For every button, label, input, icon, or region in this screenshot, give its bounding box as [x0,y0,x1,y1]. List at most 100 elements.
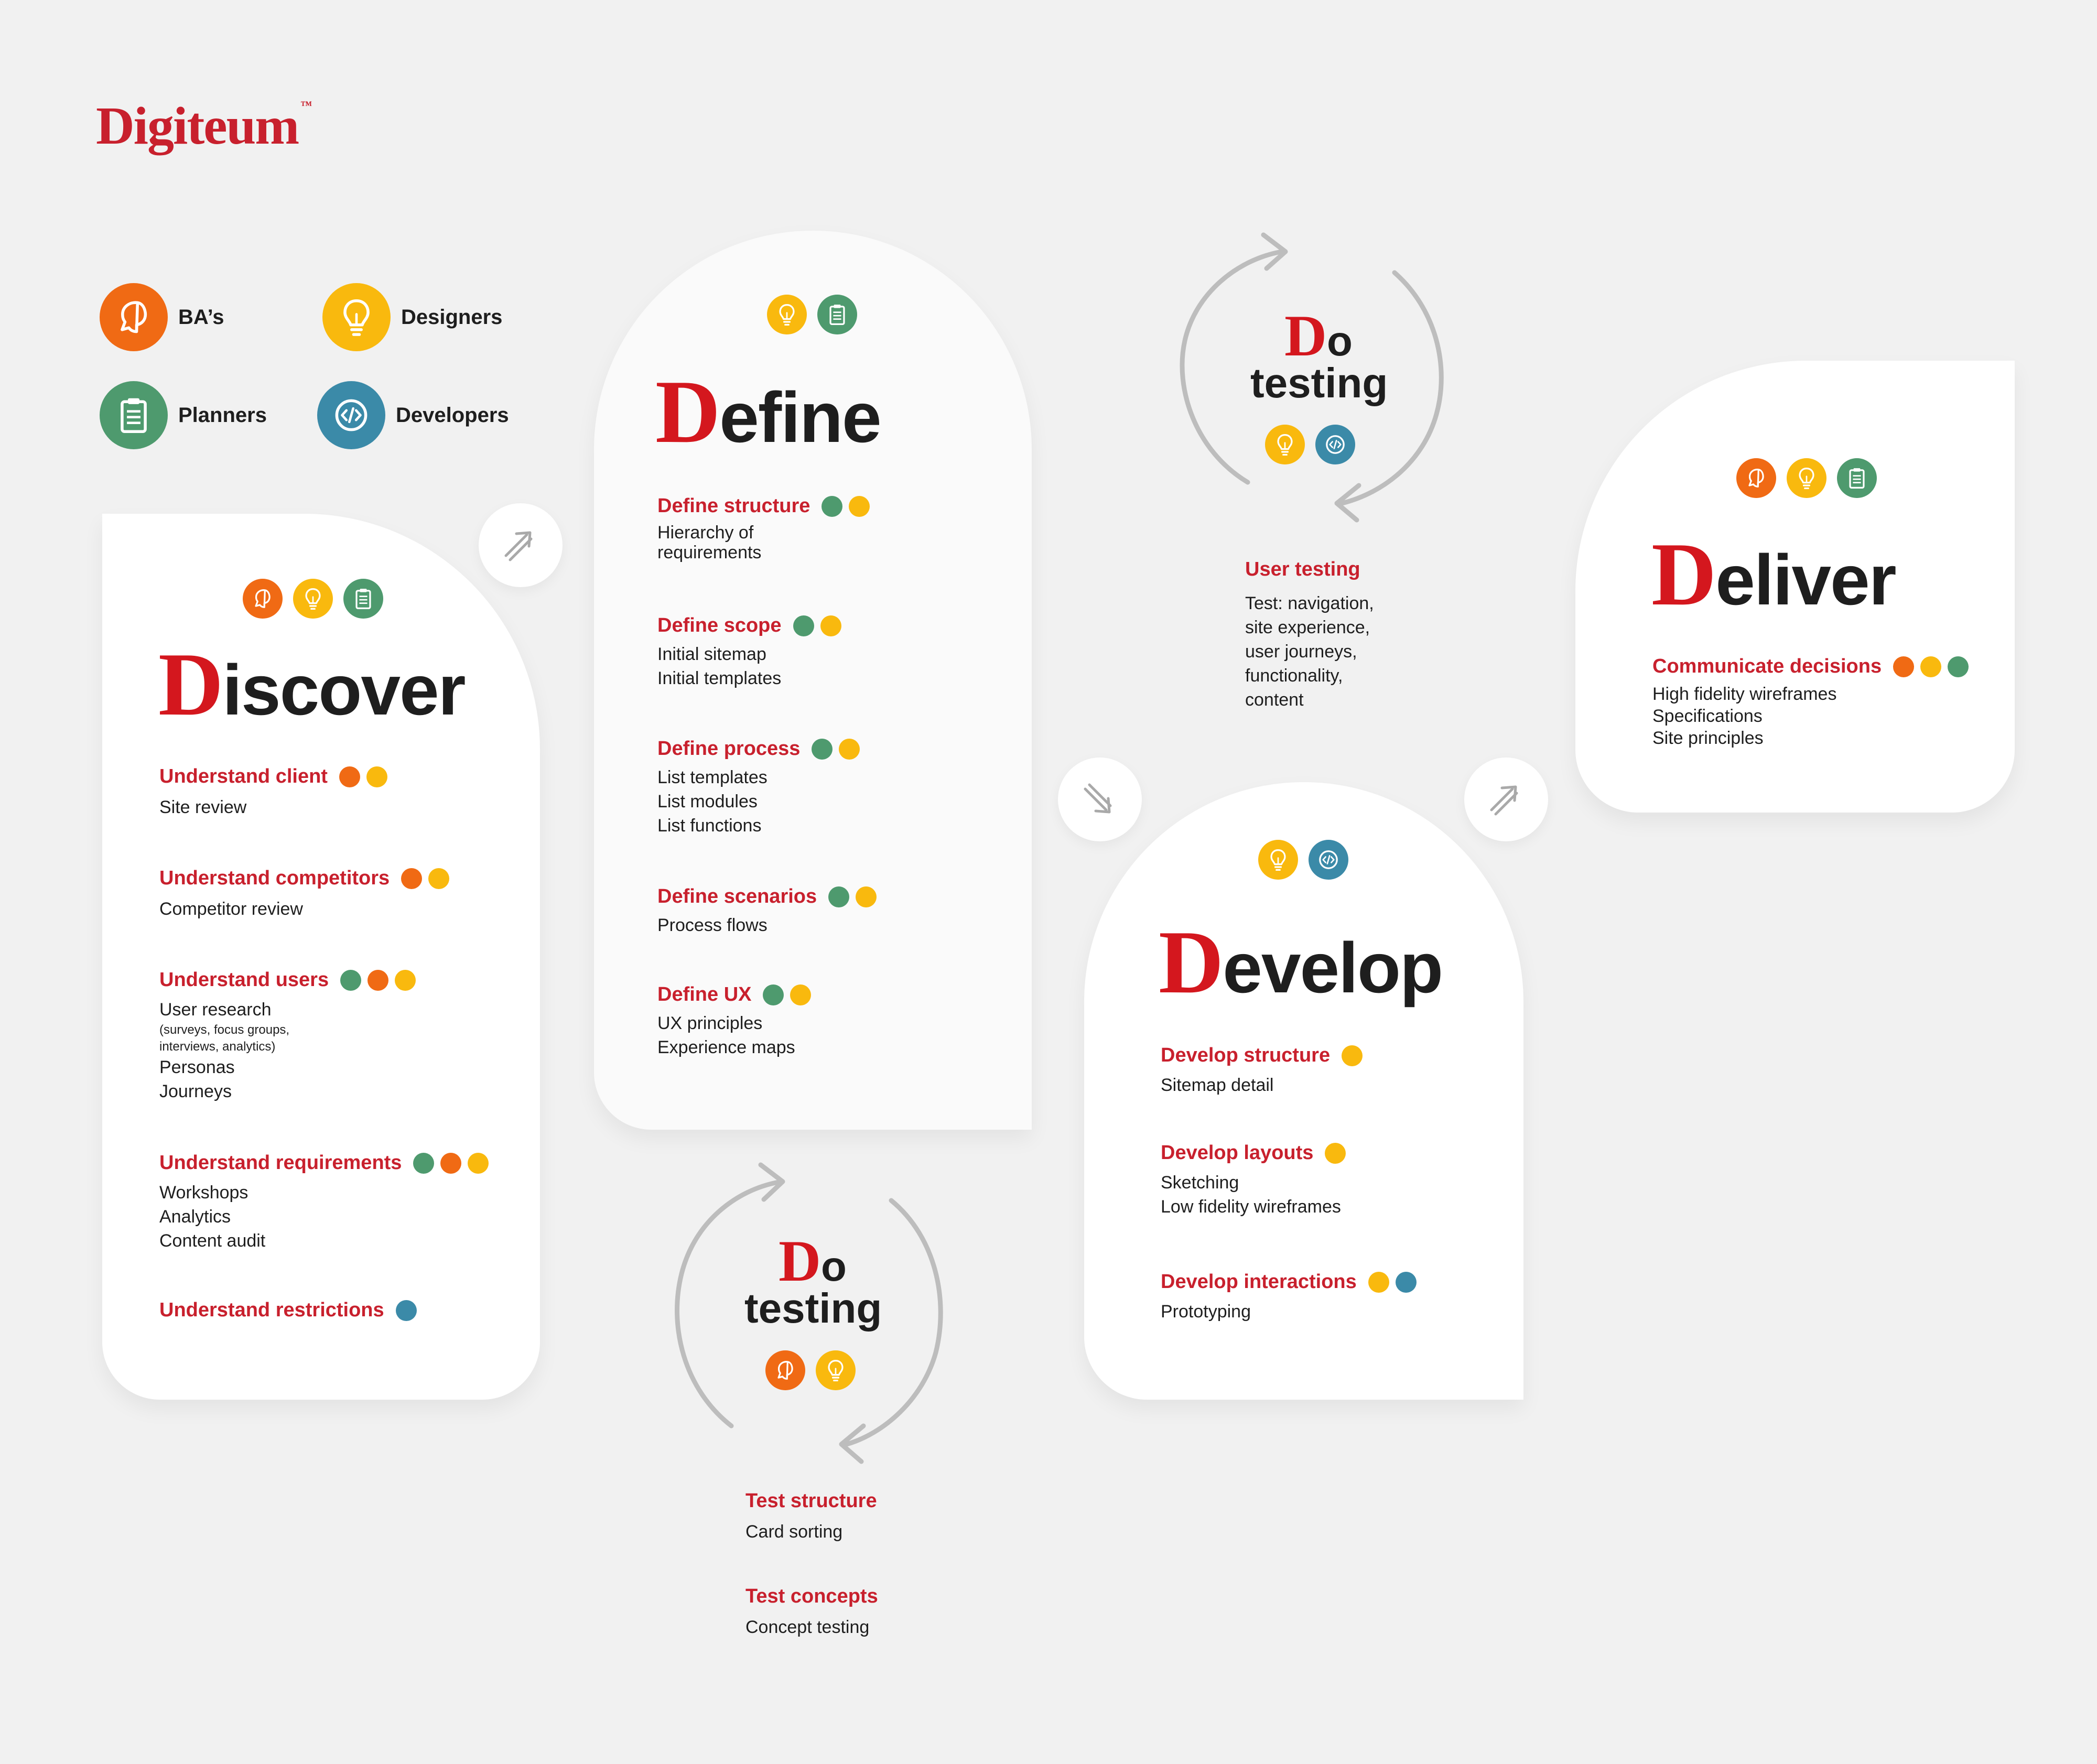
section-title: Understand requirements [159,1152,402,1174]
develop-heading: Develop [1159,913,1443,1012]
discover-section-restrictions: Understand restrictions [159,1299,417,1322]
lightbulb-icon [1265,425,1305,464]
arrow-discover-to-define [479,503,563,587]
legend-designers: Designers [322,283,502,351]
discover-role-icons [243,579,383,619]
designer-dot [790,984,812,1005]
clipboard-icon [100,381,168,449]
testing-bottom-section-structure: Test structure Card sorting [745,1490,877,1544]
section-title: Understand users [159,969,329,991]
section-item: requirements [657,543,762,562]
designer-dot [839,738,860,760]
section-title: Understand competitors [159,867,390,889]
section-item: Experience maps [657,1037,795,1057]
define-role-icons [767,295,857,334]
planner-dot [793,615,814,636]
lightbulb-icon [1787,458,1826,498]
discover-section-competitors: Understand competitors Competitor review [159,867,450,921]
developer-dot [1395,1271,1417,1293]
section-item: Hierarchy of [657,523,754,543]
ba-head-icon [765,1350,805,1390]
lightbulb-icon [322,283,391,351]
develop-section-structure: Develop structure Sitemap detail [1161,1044,1363,1097]
ba-dot [367,969,389,991]
testing-bottom-heading: Do testing [744,1229,882,1332]
section-item: user journeys, [1245,642,1357,662]
section-note: interviews, analytics) [159,1040,276,1054]
section-item: Sitemap detail [1161,1075,1274,1095]
section-item: site experience, [1245,618,1370,637]
lightbulb-icon [293,579,333,619]
section-item: Specifications [1652,706,1763,726]
planner-dot [812,738,833,760]
section-item: Analytics [159,1207,231,1227]
lightbulb-icon [767,295,807,334]
testing-cycle-top-arrows [1180,232,1444,523]
legend-label: Planners [178,403,267,427]
deliver-section-communicate: Communicate decisions High fidelity wire… [1652,655,1969,749]
section-item: Initial sitemap [657,644,766,664]
define-section-ux: Define UX UX principles Experience maps [657,983,812,1059]
section-item: Competitor review [159,899,303,919]
designer-dot [428,868,450,889]
arrow-up-right-icon [1480,773,1532,826]
arrow-define-to-develop [1058,757,1142,841]
testing-top-role-icons [1265,425,1355,464]
section-item: Personas [159,1057,235,1077]
section-note: (surveys, focus groups, [159,1023,290,1037]
arrow-down-right-icon [1074,773,1126,826]
define-section-process: Define process List templates List modul… [657,738,860,838]
section-title: Define scenarios [657,885,817,907]
testing-cycle-bottom-arrows [675,1162,943,1464]
section-title: Define structure [657,495,810,517]
ba-dot [401,868,423,889]
define-heading: Define [655,362,882,462]
section-title: Define process [657,738,801,760]
ba-dot [1893,656,1915,677]
deliver-card [1575,361,2015,813]
code-icon [1315,425,1355,464]
discover-section-users: Understand users User research (surveys,… [159,969,416,1103]
discover-section-requirements: Understand requirements Workshops Analyt… [159,1152,489,1253]
section-item: Workshops [159,1183,248,1203]
legend-label: Developers [396,403,509,427]
section-item: List modules [657,792,758,811]
developer-dot [395,1300,417,1321]
arrow-develop-to-deliver [1464,757,1548,841]
section-item: Test: navigation, [1245,593,1374,613]
section-item: Site review [159,797,247,817]
deliver-role-icons [1736,458,1877,498]
clipboard-icon [343,579,383,619]
planner-dot [413,1152,435,1174]
section-title: Define UX [657,983,752,1005]
section-item: content [1245,690,1304,710]
designer-dot [366,766,387,787]
lightbulb-icon [816,1350,856,1390]
lightbulb-icon [1258,840,1298,880]
designer-dot [1920,656,1942,677]
section-title: Develop structure [1161,1044,1331,1066]
legend-developers: Developers [317,381,509,449]
section-item: List functions [657,816,762,836]
section-title: Understand client [159,765,328,787]
section-item: Process flows [657,915,768,935]
define-section-scenarios: Define scenarios Process flows [657,885,877,937]
clipboard-icon [1837,458,1877,498]
section-item: UX principles [657,1013,763,1033]
section-item: Site principles [1652,728,1764,748]
section-title: Test structure [745,1490,877,1512]
develop-card [1084,782,1523,1400]
designer-dot [1342,1045,1363,1066]
designer-dot [395,969,416,991]
designer-dot [849,495,870,517]
legend-label: BA’s [178,305,224,329]
define-section-scope: Define scope Initial sitemap Initial tem… [657,614,841,690]
section-item: Card sorting [745,1522,843,1542]
testing-top-heading: Do testing [1250,304,1388,406]
section-title: Understand restrictions [159,1299,384,1321]
testing-top-section: User testing Test: navigation, site expe… [1245,558,1374,712]
code-icon [1309,840,1348,880]
section-item: Concept testing [745,1617,870,1637]
section-title: User testing [1245,558,1360,580]
